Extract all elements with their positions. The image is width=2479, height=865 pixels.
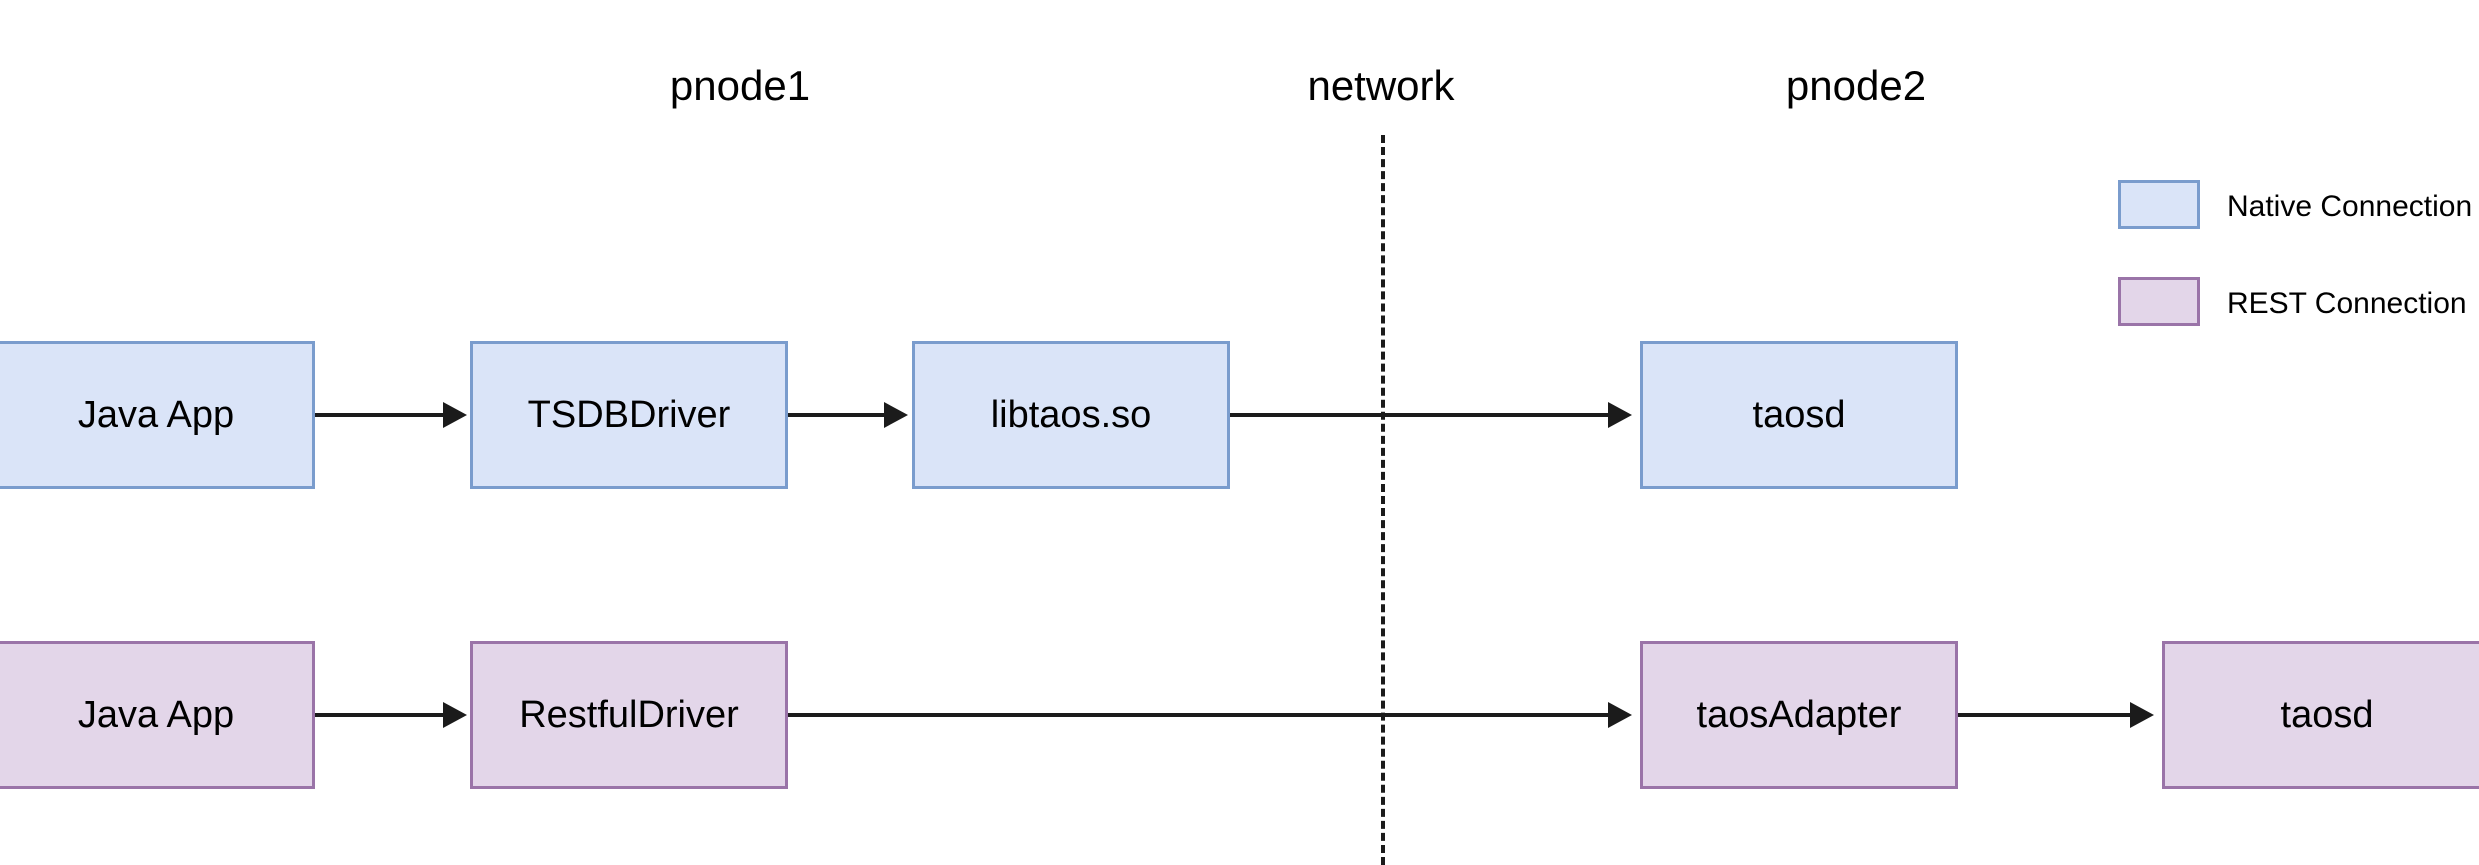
column-header-network: network (1307, 62, 1455, 109)
legend-label-native-connection: Native Connection (2227, 190, 2473, 223)
arrowhead-java-app-to-tsdbdriver (443, 402, 467, 428)
node-restfuldriver[interactable]: RestfulDriver (470, 641, 788, 789)
arrowhead-libtaos-to-taosd (1608, 402, 1632, 428)
column-header-pnode1: pnode1 (669, 62, 811, 109)
edge-taosadapter-to-taosd (1958, 713, 2130, 717)
edge-tsdbdriver-to-libtaos (788, 413, 884, 417)
node-java-app-native[interactable]: Java App (0, 341, 315, 489)
node-taosd-native[interactable]: taosd (1640, 341, 1958, 489)
arrowhead-tsdbdriver-to-libtaos (884, 402, 908, 428)
node-taosadapter[interactable]: taosAdapter (1640, 641, 1958, 789)
edge-java-app-to-restfuldriver (315, 713, 443, 717)
arrowhead-restfuldriver-to-taosadapter (1608, 702, 1632, 728)
legend-swatch-rest-connection (2118, 277, 2200, 326)
node-libtaos-so[interactable]: libtaos.so (912, 341, 1230, 489)
edge-restfuldriver-to-taosadapter (788, 713, 1608, 717)
node-taosd-rest[interactable]: taosd (2162, 641, 2479, 789)
legend-swatch-native-connection (2118, 180, 2200, 229)
column-header-pnode2: pnode2 (1785, 62, 1927, 109)
network-boundary-divider (1381, 135, 1385, 865)
edge-libtaos-to-taosd (1230, 413, 1608, 417)
arrowhead-taosadapter-to-taosd (2130, 702, 2154, 728)
edge-java-app-to-tsdbdriver (315, 413, 443, 417)
legend-label-rest-connection: REST Connection (2227, 287, 2467, 320)
arrowhead-java-app-to-restfuldriver (443, 702, 467, 728)
node-java-app-rest[interactable]: Java App (0, 641, 315, 789)
node-tsdbdriver[interactable]: TSDBDriver (470, 341, 788, 489)
